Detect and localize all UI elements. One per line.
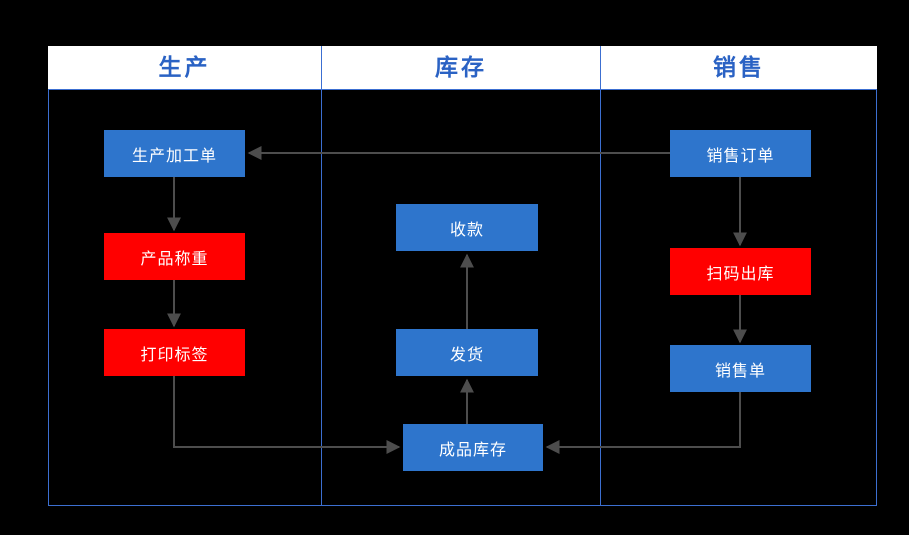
swimlane-header-band bbox=[48, 46, 877, 90]
node-stock[interactable]: 成品库存 bbox=[403, 424, 543, 471]
node-sales-bill[interactable]: 销售单 bbox=[670, 345, 811, 392]
node-print-label[interactable]: 打印标签 bbox=[104, 329, 245, 376]
lane-divider-1 bbox=[321, 46, 322, 506]
node-scan-out[interactable]: 扫码出库 bbox=[670, 248, 811, 295]
node-prod-order[interactable]: 生产加工单 bbox=[104, 130, 245, 177]
node-receipt[interactable]: 收款 bbox=[396, 204, 538, 251]
node-weigh[interactable]: 产品称重 bbox=[104, 233, 245, 280]
lane-title-production: 生产 bbox=[158, 55, 211, 80]
node-sales-order[interactable]: 销售订单 bbox=[670, 130, 811, 177]
lane-title-sales: 销售 bbox=[713, 55, 765, 80]
node-shipment[interactable]: 发货 bbox=[396, 329, 538, 376]
lane-title-inventory: 库存 bbox=[435, 55, 487, 80]
lane-divider-2 bbox=[600, 46, 601, 506]
